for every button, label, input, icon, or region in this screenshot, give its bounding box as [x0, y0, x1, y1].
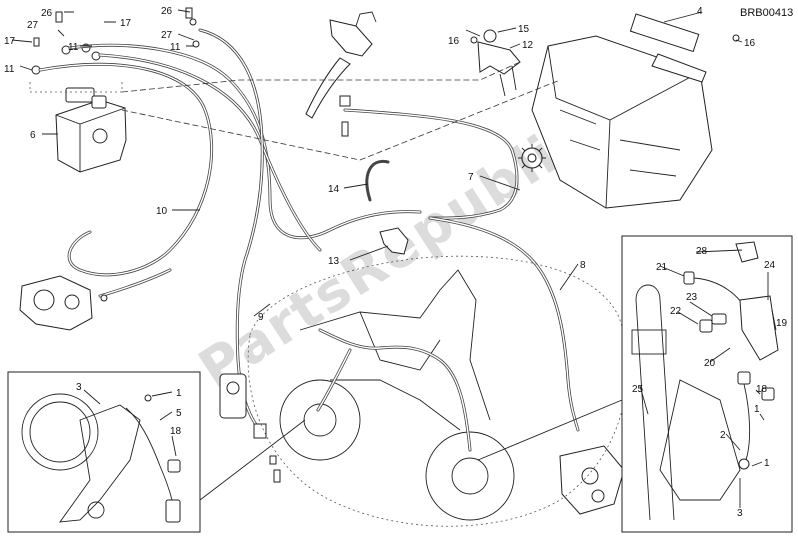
callout-23: 23	[686, 292, 698, 303]
callout-5: 5	[176, 408, 182, 419]
abs-unit	[29, 82, 127, 173]
callout-12: 12	[522, 40, 534, 51]
battery-tray	[531, 13, 740, 209]
callout-17b: 17	[120, 18, 132, 29]
wiring-clip	[379, 227, 409, 255]
callout-17: 17	[4, 36, 16, 47]
callout-3: 3	[76, 382, 82, 393]
callout-8: 8	[580, 260, 586, 271]
routing-line	[121, 79, 561, 161]
callout-2: 2	[720, 430, 726, 441]
callouts: 26 27 17 11 11 17 26 27 11 6 10 9 13 14 …	[4, 6, 788, 519]
callout-6: 6	[30, 130, 36, 141]
callout-19: 19	[776, 318, 788, 329]
callout-15: 15	[518, 24, 530, 35]
callout-1: 1	[176, 388, 182, 399]
callout-16b: 16	[744, 38, 756, 49]
callout-11: 11	[4, 64, 15, 75]
callout-25: 25	[632, 384, 644, 395]
front-caliper	[559, 445, 625, 515]
callout-13: 13	[328, 256, 340, 267]
callout-7: 7	[468, 172, 474, 183]
callout-18: 18	[170, 426, 182, 437]
leader-lines	[11, 9, 777, 508]
callout-21: 21	[656, 262, 668, 273]
callout-1b: 1	[754, 404, 760, 415]
callout-14: 14	[328, 184, 340, 195]
diagram-code: BRB00413	[740, 7, 793, 19]
routing-line	[121, 61, 521, 93]
callout-20: 20	[704, 358, 716, 369]
motorcycle	[247, 255, 628, 527]
callout-26b: 26	[161, 6, 173, 17]
callout-26: 26	[41, 8, 53, 19]
pipe-14	[365, 159, 390, 202]
callout-3b: 3	[737, 508, 743, 519]
callout-27b: 27	[161, 30, 173, 41]
callout-18b: 18	[756, 384, 768, 395]
front-sensor-inset	[477, 235, 793, 533]
callout-27: 27	[27, 20, 39, 31]
callout-1c: 1	[764, 458, 770, 469]
front-master-cylinder	[305, 11, 377, 137]
callout-11b: 11	[68, 42, 79, 53]
rear-caliper	[19, 275, 108, 331]
rear-sensor-inset	[7, 371, 306, 533]
callout-11c: 11	[170, 42, 181, 53]
callout-9: 9	[258, 312, 264, 323]
callout-16: 16	[448, 36, 460, 47]
brake-hoses	[38, 28, 580, 434]
callout-22: 22	[670, 306, 682, 317]
callout-28: 28	[696, 246, 708, 257]
rear-reservoir-bracket	[470, 29, 521, 97]
left-caliper	[219, 373, 281, 483]
callout-10: 10	[156, 206, 168, 217]
callout-24: 24	[764, 260, 776, 271]
gear-icon	[518, 144, 546, 172]
callout-4: 4	[697, 6, 703, 17]
